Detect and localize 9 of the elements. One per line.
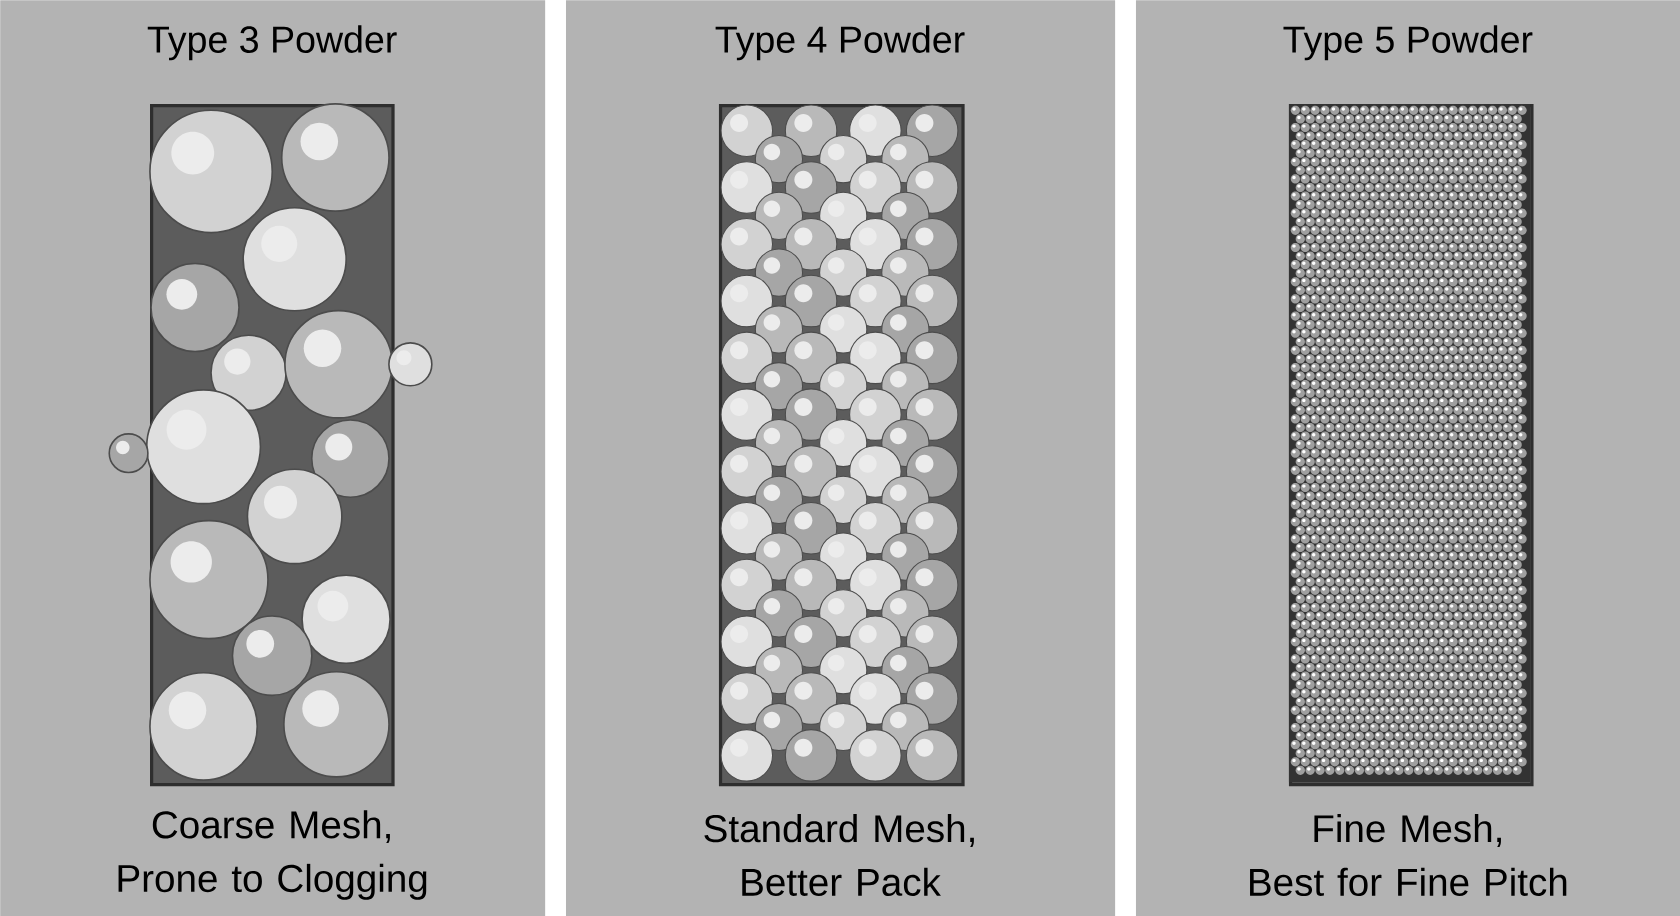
- powder-drawing: [718, 103, 965, 787]
- panel-caption: Coarse Mesh, Prone to Clogging: [118, 810, 427, 900]
- panel-caption: Fine Mesh, Best for Fine Pitch: [1250, 814, 1567, 896]
- panel-title: Type 5 Powder: [1283, 25, 1533, 61]
- powder-drawing: [1288, 103, 1534, 787]
- powder-drawing: [108, 103, 433, 787]
- panel-caption: Standard Mesh, Better Pack: [704, 814, 974, 896]
- panel-title: Type 4 Powder: [715, 25, 965, 61]
- panel-title: Type 3 Powder: [147, 25, 397, 61]
